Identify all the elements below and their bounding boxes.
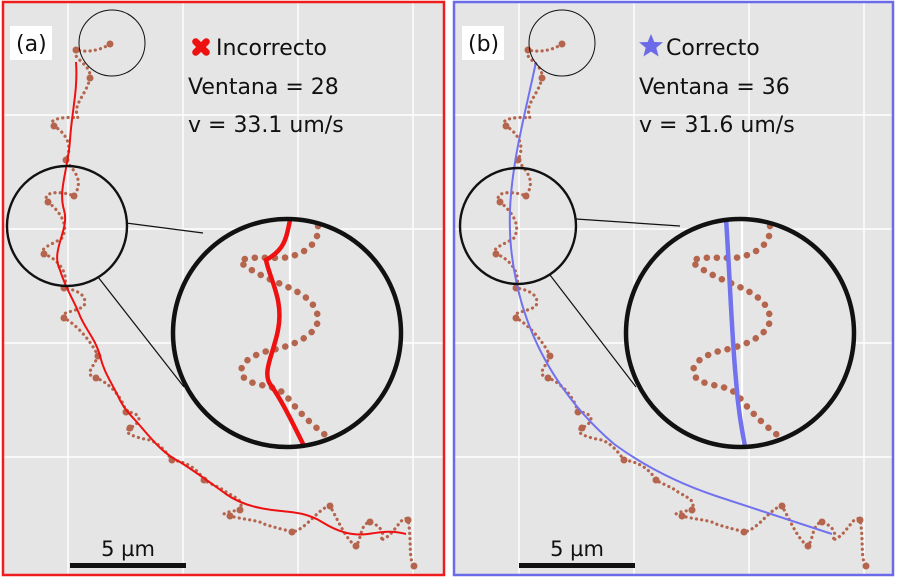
connector-line — [97, 276, 185, 388]
scale-bar-label: 5 µm — [101, 537, 155, 561]
panel-tag-box — [462, 26, 504, 60]
highlight-circle — [458, 166, 578, 286]
connector-line — [125, 222, 204, 234]
status-label: Incorrecto — [216, 36, 327, 61]
panel-border — [452, 0, 895, 577]
connector-line — [549, 274, 637, 388]
fitted-path — [508, 61, 833, 535]
zoom-inset — [170, 216, 404, 450]
start-circle — [78, 9, 146, 77]
panel-a: (a) Incorrecto Ventana = 28 v = 33.1 um/… — [1, 0, 446, 577]
window-value: Ventana = 36 — [639, 75, 790, 100]
trajectory-dots — [40, 40, 418, 570]
zoom-inset — [623, 216, 857, 450]
scale-bar — [70, 563, 186, 568]
window-value: Ventana = 28 — [188, 75, 339, 100]
panel-border — [1, 0, 446, 577]
scale-bar — [519, 563, 635, 568]
panel-tag-box — [10, 26, 52, 60]
connector-line — [575, 218, 681, 227]
scale-bar-label: 5 µm — [550, 537, 604, 561]
panel-tag: (b) — [468, 32, 499, 57]
fitted-path — [56, 61, 407, 536]
x-cross-icon — [192, 38, 210, 56]
speed-value: v = 31.6 um/s — [639, 113, 795, 138]
panel-tag: (a) — [16, 32, 47, 57]
speed-value: v = 33.1 um/s — [188, 113, 344, 138]
star-icon — [639, 34, 663, 57]
panel-b: (b) Correcto Ventana = 36 v = 31.6 um/s … — [452, 0, 895, 577]
status-label: Correcto — [666, 36, 760, 61]
highlight-circle — [5, 164, 129, 288]
start-circle — [528, 9, 596, 77]
